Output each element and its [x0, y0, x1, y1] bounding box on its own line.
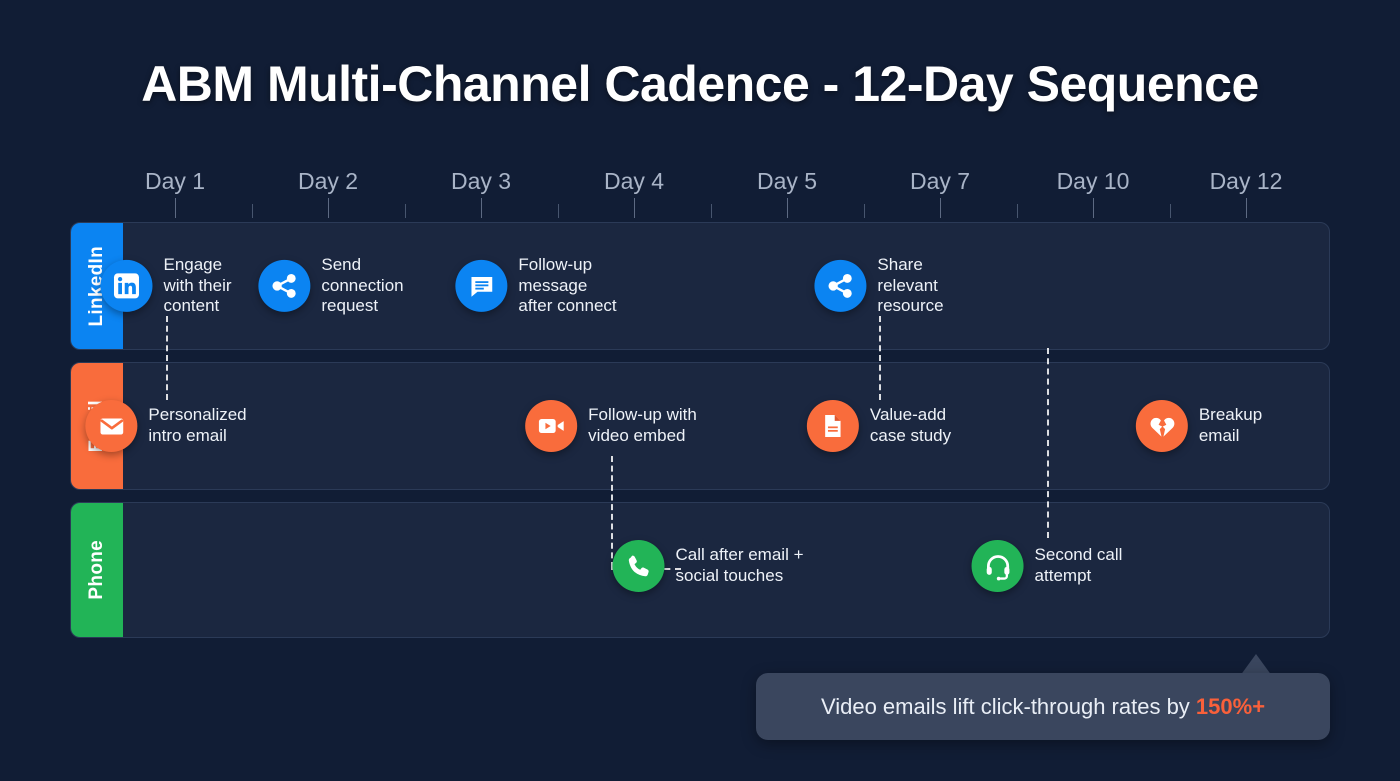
- step-label: Engage with their content: [163, 254, 232, 316]
- axis-tick-1: [175, 198, 176, 218]
- day-label-6: Day 7: [909, 168, 971, 194]
- step-label: Share relevant resource: [877, 254, 944, 316]
- axis-tick-7: [1093, 198, 1094, 218]
- step-label: Follow-up with video embed: [588, 405, 697, 445]
- axis-tick-6: [940, 198, 941, 218]
- step-label: Follow-up message after connect: [518, 254, 617, 316]
- connector-day1-linkedin-to-email: [166, 316, 168, 400]
- axis-tick-minor-1: [251, 204, 253, 218]
- message-icon: [455, 259, 508, 312]
- page-title: ABM Multi-Channel Cadence - 12-Day Seque…: [141, 56, 1259, 112]
- callout-pointer-icon: [1240, 654, 1272, 676]
- axis-tick-3: [481, 198, 482, 218]
- day-label-2: Day 2: [297, 168, 359, 194]
- step-linkedin-3[interactable]: Follow-up message after connect: [455, 254, 617, 317]
- channel-row-email: Email: [70, 362, 1330, 490]
- day-label-3: Day 3: [450, 168, 512, 194]
- axis-tick-4: [634, 198, 635, 218]
- axis-tick-minor-4: [710, 204, 712, 218]
- connector-day10-linkedin-to-phone: [1047, 348, 1049, 538]
- broken-heart-icon: [1135, 400, 1188, 452]
- step-phone-2[interactable]: Second call attempt: [971, 540, 1123, 592]
- step-email-2[interactable]: Follow-up with video embed: [525, 400, 697, 452]
- headset-icon: [971, 540, 1024, 592]
- channel-label-phone: Phone: [86, 540, 107, 600]
- day-label-7: Day 10: [1056, 168, 1130, 194]
- axis-tick-minor-2: [404, 204, 406, 218]
- share-icon: [258, 259, 311, 312]
- step-email-1[interactable]: Personalized intro email: [85, 400, 247, 452]
- step-label: Breakup email: [1198, 405, 1263, 445]
- connector-day5-linkedin-to-email: [879, 316, 881, 400]
- step-email-4[interactable]: Breakup email: [1135, 400, 1263, 452]
- connector-day4-email-to-phone: [611, 456, 613, 568]
- phone-handset-icon: [612, 540, 665, 592]
- step-linkedin-2[interactable]: Send connection request: [258, 254, 404, 317]
- document-icon: [806, 400, 859, 452]
- timeline-axis: Day 1 Day 2 Day 3 Day 4 Day 5 Day 7 Day 10 Day …: [120, 168, 1330, 218]
- video-camera-icon: [525, 400, 578, 452]
- step-linkedin-1[interactable]: Engage with their content: [100, 254, 232, 317]
- step-label: Send connection request: [321, 254, 404, 316]
- day-label-5: Day 5: [756, 168, 818, 194]
- step-phone-1[interactable]: Call after email + social touches: [612, 540, 804, 592]
- channel-row-phone: Phone: [70, 502, 1330, 638]
- envelope-icon: [85, 400, 138, 452]
- linkedin-icon: [100, 259, 153, 312]
- axis-tick-minor-3: [557, 204, 559, 218]
- axis-tick-minor-7: [1169, 204, 1171, 218]
- axis-tick-minor-5: [863, 204, 865, 218]
- day-label-8: Day 12: [1209, 168, 1283, 194]
- axis-tick-2: [328, 198, 329, 218]
- step-label: Call after email + social touches: [675, 545, 804, 585]
- callout-text: Video emails lift click-through rates by…: [821, 694, 1265, 720]
- axis-tick-8: [1246, 198, 1247, 218]
- step-label: Second call attempt: [1034, 545, 1123, 585]
- stat-callout: Video emails lift click-through rates by…: [756, 673, 1330, 740]
- day-label-1: Day 1: [144, 168, 206, 194]
- callout-highlight: 150%+: [1195, 693, 1266, 719]
- day-label-4: Day 4: [603, 168, 665, 194]
- step-email-3[interactable]: Value-add case study: [806, 400, 952, 452]
- axis-tick-5: [787, 198, 788, 218]
- channel-strip-phone: Phone: [71, 503, 123, 637]
- callout-prefix: Video emails lift click-through rates by: [820, 693, 1196, 719]
- axis-tick-minor-6: [1016, 204, 1018, 218]
- share-icon: [814, 259, 867, 312]
- step-linkedin-4[interactable]: Share relevant resource: [814, 254, 944, 317]
- step-label: Personalized intro email: [148, 405, 247, 445]
- step-label: Value-add case study: [869, 405, 952, 445]
